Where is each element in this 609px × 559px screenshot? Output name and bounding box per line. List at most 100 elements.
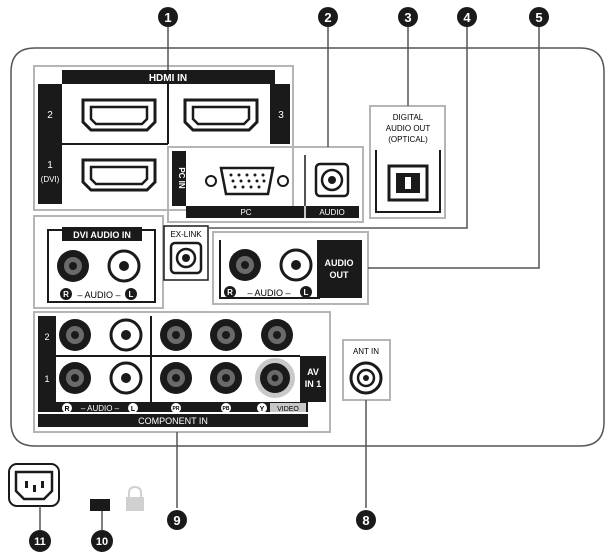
svg-text:4: 4 <box>463 10 471 25</box>
dvi-audio-r-jack[interactable] <box>57 250 89 282</box>
digital-audio-line2: AUDIO OUT <box>386 124 431 133</box>
exlink-label: EX-LINK <box>170 230 202 239</box>
svg-text:2: 2 <box>324 10 331 25</box>
comp-pb-badge <box>221 403 231 413</box>
pc-side-bar <box>172 151 186 206</box>
comp-audio-label: – AUDIO – <box>81 404 120 413</box>
comp1-pb-jack[interactable] <box>210 362 242 394</box>
comp-r-badge-text: R <box>64 406 69 413</box>
kensington-slot[interactable] <box>90 499 110 511</box>
dvi-r-badge <box>60 288 72 300</box>
dvi-l-badge-text: L <box>129 290 134 299</box>
dvi-r-badge-text: R <box>63 290 69 299</box>
hdmi-port-2-label: 2 <box>47 110 53 121</box>
hdmi-port-2[interactable] <box>81 98 157 132</box>
hdmi-port-1-label: 1 <box>47 160 53 171</box>
dvi-audio-title: DVI AUDIO IN <box>73 230 131 240</box>
comp2-audio-l-jack[interactable] <box>109 318 143 352</box>
component-row-1: 1 <box>44 374 49 384</box>
digital-audio-line3: (OPTICAL) <box>388 135 428 144</box>
av-in-line1: AV <box>307 367 319 377</box>
component-title-bar <box>38 414 308 427</box>
comp-pr-badge <box>171 403 181 413</box>
audio-out-audio-label: – AUDIO – <box>247 288 290 298</box>
hdmi-port-3[interactable] <box>183 98 259 132</box>
ant-jack[interactable] <box>349 361 383 395</box>
pc-audio-jack[interactable] <box>314 162 350 198</box>
component-title: COMPONENT IN <box>138 416 208 426</box>
svg-text:8: 8 <box>362 513 369 528</box>
svg-text:10: 10 <box>96 536 108 548</box>
callout-9: 9 <box>167 510 187 530</box>
pc-bottom-bar <box>186 206 359 218</box>
audio-out-line1: AUDIO <box>325 258 354 268</box>
comp2-pr-jack[interactable] <box>160 319 192 351</box>
audio-out-r-jack[interactable] <box>229 249 261 281</box>
comp1-audio-l-jack[interactable] <box>109 361 143 395</box>
comp1-audio-r-jack[interactable] <box>59 362 91 394</box>
optical-port[interactable] <box>387 164 429 202</box>
comp-r-badge <box>62 403 72 413</box>
callout-3: 3 <box>398 7 418 27</box>
callout-10: 10 <box>91 530 113 552</box>
ant-label: ANT IN <box>353 347 379 356</box>
pc-label: PC <box>240 208 251 217</box>
audio-out-l-badge <box>300 286 312 298</box>
digital-audio-bracket <box>375 150 441 213</box>
svg-text:9: 9 <box>173 513 180 528</box>
comp-l-badge-text: L <box>131 406 136 413</box>
component-side-bar <box>38 316 56 402</box>
hdmi-port-3-label: 3 <box>278 110 284 121</box>
lock-icon <box>126 485 144 511</box>
pc-audio-label: AUDIO <box>319 208 344 217</box>
av-in-line2: IN 1 <box>305 379 322 389</box>
component-row-2: 2 <box>44 332 49 342</box>
svg-text:5: 5 <box>535 10 542 25</box>
dvi-audio-title-bar <box>62 227 142 241</box>
video-label-bg <box>270 403 306 412</box>
av-in-block <box>300 356 326 402</box>
hdmi-frame <box>33 65 294 211</box>
comp2-audio-r-jack[interactable] <box>59 319 91 351</box>
vga-port[interactable] <box>205 166 289 196</box>
comp-pr-label: PR <box>173 406 180 412</box>
audio-out-border <box>219 240 320 299</box>
exlink-jack[interactable] <box>169 241 203 275</box>
callout-8: 8 <box>356 510 376 530</box>
comp-l-badge <box>128 403 138 413</box>
rear-panel-outline <box>10 47 605 447</box>
comp1-pr-jack[interactable] <box>160 362 192 394</box>
audio-out-r-badge-text: R <box>227 288 233 297</box>
pc-side-label: PC IN <box>177 167 186 189</box>
audio-out-line2: OUT <box>330 270 350 280</box>
callout-2: 2 <box>318 7 338 27</box>
hdmi-side-right <box>270 84 290 144</box>
comp-y-label: Y <box>260 406 265 413</box>
audio-out-r-badge <box>224 286 236 298</box>
dvi-l-badge <box>125 288 137 300</box>
comp1-y-video-jack[interactable] <box>255 358 295 398</box>
callout-4: 4 <box>457 7 477 27</box>
audio-out-l-jack[interactable] <box>279 248 313 282</box>
hdmi-port-1-sub: (DVI) <box>41 175 60 184</box>
digital-audio-line1: DIGITAL <box>393 113 424 122</box>
dvi-audio-label: – AUDIO – <box>77 290 120 300</box>
video-label: VIDEO <box>277 406 299 413</box>
svg-text:11: 11 <box>34 536 46 548</box>
callout-5: 5 <box>529 7 549 27</box>
dvi-audio-frame <box>33 215 164 309</box>
hdmi-title-bar <box>62 70 275 84</box>
power-inlet[interactable] <box>8 463 60 507</box>
comp-y-badge <box>257 403 267 413</box>
audio-out-label-block <box>317 240 362 298</box>
comp2-pb-jack[interactable] <box>210 319 242 351</box>
dvi-audio-l-jack[interactable] <box>107 249 141 283</box>
component-frame <box>33 311 331 433</box>
comp2-y-jack[interactable] <box>261 319 293 351</box>
hdmi-side-left <box>38 84 62 204</box>
leader-lines <box>39 27 540 530</box>
svg-text:3: 3 <box>404 10 411 25</box>
callout-11: 11 <box>29 530 51 552</box>
hdmi-port-1[interactable] <box>81 158 157 192</box>
